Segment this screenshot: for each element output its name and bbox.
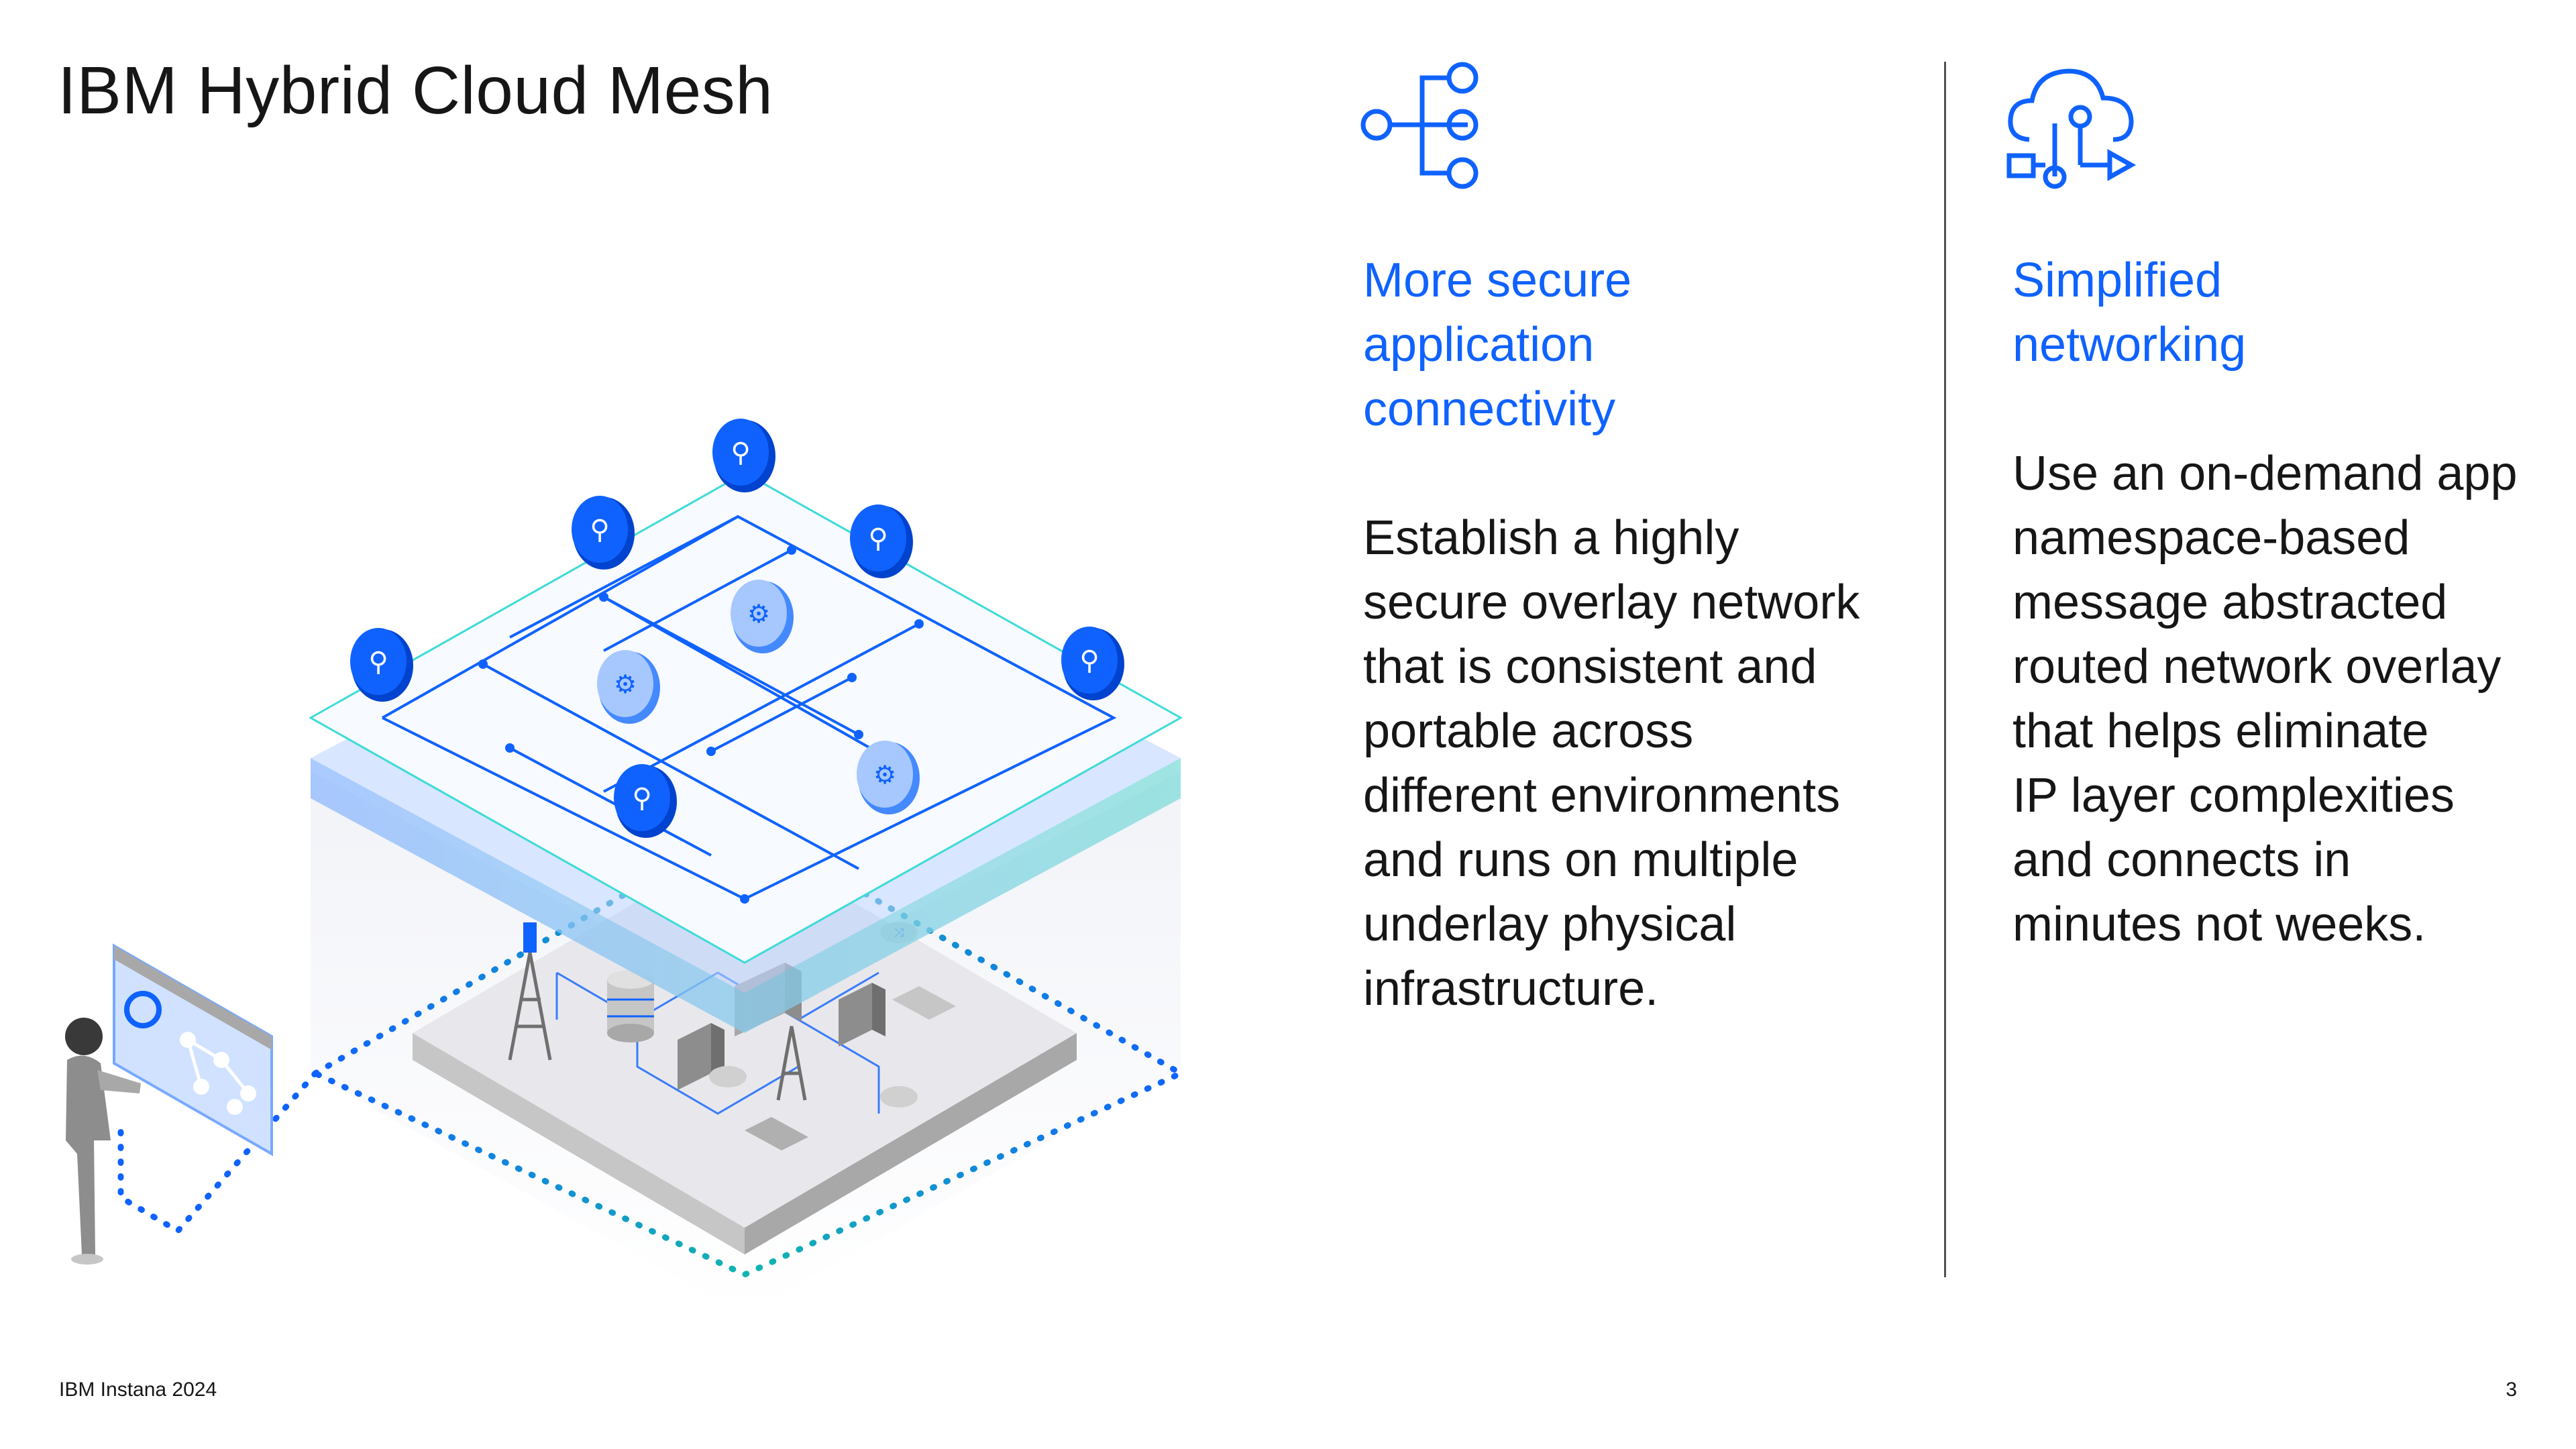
mesh-hub-icons: ⚙ ⚙ ⚙: [597, 580, 920, 814]
cloud-network-flow-icon: [2006, 68, 2137, 189]
svg-text:⚙: ⚙: [873, 760, 896, 790]
col-2-body: Use an on-demand app namespace-based mes…: [2012, 447, 2518, 951]
dashboard-panel-icon: [113, 943, 273, 1157]
svg-text:⚙: ⚙: [747, 599, 770, 629]
col-1-heading: More secure application connectivity: [1363, 254, 1632, 436]
platform-side-left: [413, 1033, 745, 1254]
svg-text:⚲: ⚲: [868, 523, 888, 554]
svg-text:⚲: ⚲: [590, 515, 609, 545]
slide-title: IBM Hybrid Cloud Mesh: [58, 53, 773, 128]
platform-side-right: [745, 1033, 1077, 1254]
hybrid-mesh-illustration: ⤨ ⚲ ⚲ ⚲ ⚲: [65, 419, 1187, 1301]
footer-label: IBM Instana 2024: [59, 1379, 217, 1401]
svg-text:⚙: ⚙: [614, 669, 637, 699]
database-icon: [607, 970, 654, 1042]
column-divider: [1944, 62, 1946, 1277]
svg-text:⚲: ⚲: [632, 783, 651, 814]
col-2-heading: Simplified networking: [2012, 254, 2247, 372]
antenna-icon: [523, 922, 537, 953]
network-tree-icon: [1360, 62, 1479, 189]
mesh-grid: [382, 515, 1117, 901]
svg-text:⚲: ⚲: [1079, 645, 1099, 676]
person-icon: [65, 1018, 141, 1265]
col-1-body: Establish a highly secure overlay networ…: [1363, 511, 1860, 1016]
svg-text:⚲: ⚲: [731, 437, 750, 468]
svg-text:⚲: ⚲: [368, 647, 388, 678]
mesh-node-icons: ⚲ ⚲ ⚲ ⚲ ⚲ ⚲: [350, 419, 1124, 838]
ground-outline: [309, 821, 1187, 1278]
page-number: 3: [2506, 1379, 2517, 1401]
person-link: [117, 1070, 319, 1235]
